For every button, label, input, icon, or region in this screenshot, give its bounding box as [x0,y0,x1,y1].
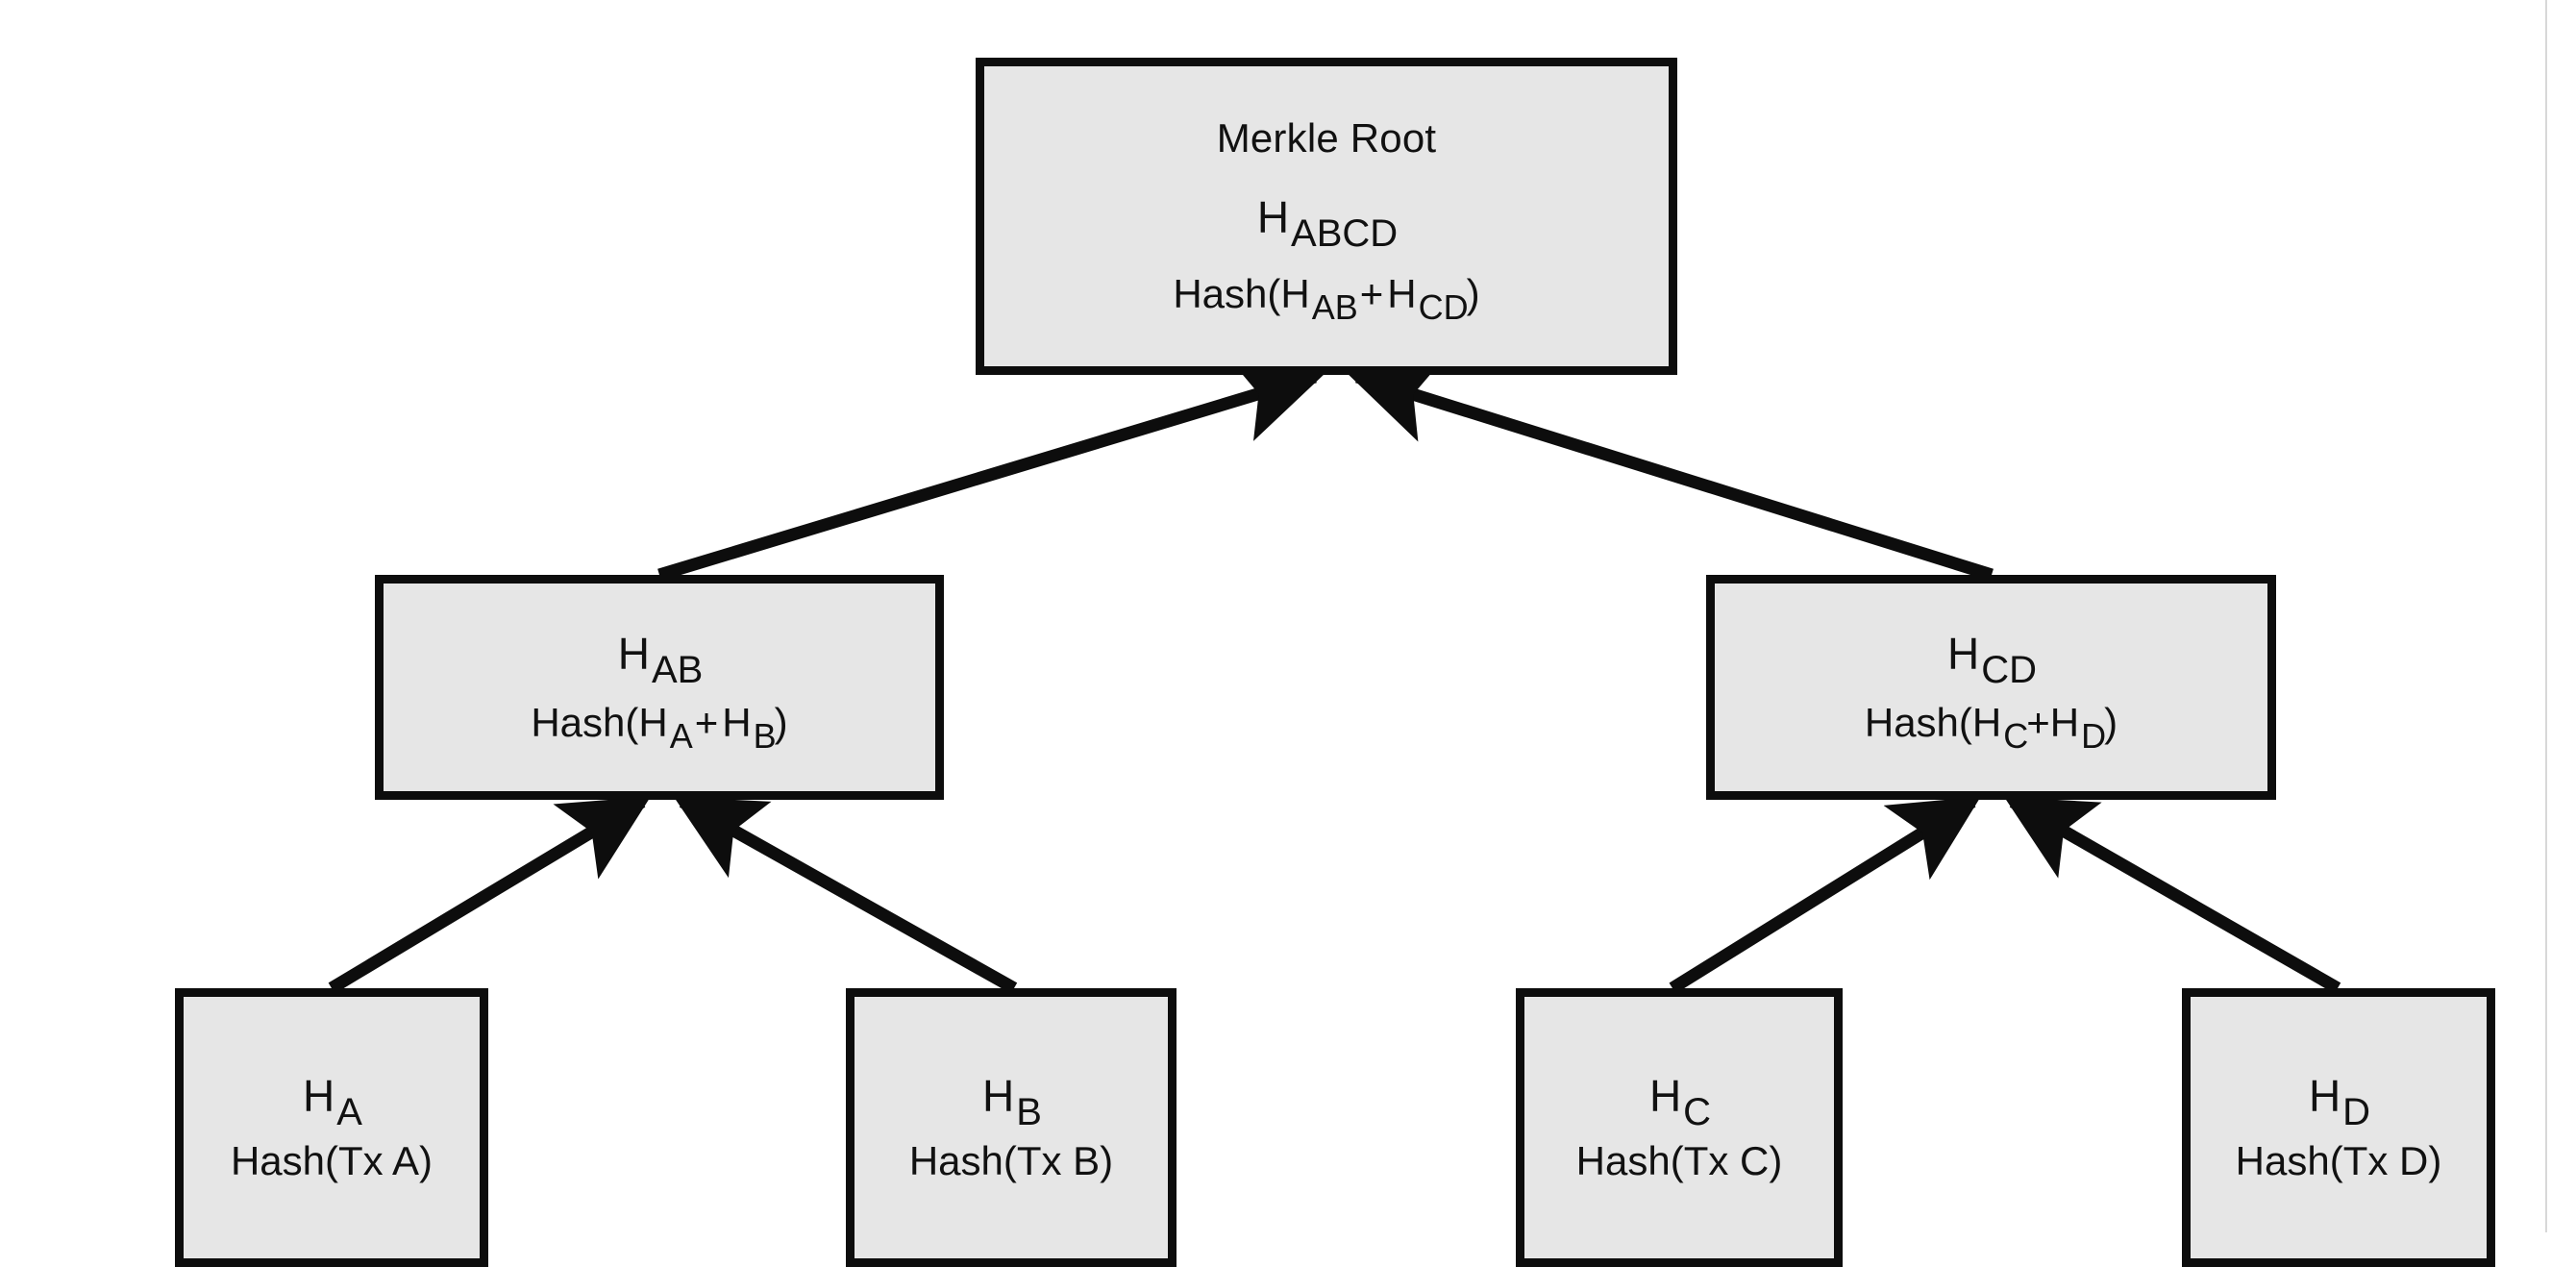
hash-subscript: B [1016,1090,1042,1133]
node-hash-c: HC Hash(Tx C) [1516,988,1843,1267]
merkle-root-hash: HABCD [1256,191,1398,254]
formula-left-subscript: A [669,716,693,757]
node-hash-b: HB Hash(Tx B) [846,988,1177,1267]
edge-hab-to-root [657,357,1325,582]
formula-right-symbol: H [1387,271,1417,317]
hash-symbol: H [617,628,650,679]
formula-prefix: Hash( [531,700,639,746]
merkle-root-label: Merkle Root [1216,114,1437,161]
hash-ab-hash: HAB [617,628,704,690]
hash-symbol: H [1256,191,1290,242]
hash-subscript: A [336,1090,362,1133]
hash-subscript: D [2342,1090,2371,1133]
formula-left-symbol: H [1280,271,1310,317]
formula-suffix: ) [774,700,788,746]
page-edge-line [2545,0,2547,1232]
hash-c-hash: HC [1648,1070,1711,1132]
connector-layer [328,357,2341,994]
hash-subscript: CD [1981,648,2037,691]
formula-suffix: ) [1466,271,1480,317]
formula-left-symbol: H [638,700,668,746]
hash-symbol: H [1946,628,1980,679]
formula-right-subscript: B [753,716,777,757]
hash-symbol: H [982,1070,1015,1121]
node-merkle-root: Merkle Root HABCD Hash(HAB+HCD) [976,58,1677,375]
node-hash-ab: HAB Hash(HA+HB) [375,575,944,800]
formula-operator: + [694,700,719,746]
edge-hcd-to-root [1348,358,1994,582]
formula-right-subscript: D [2081,716,2107,757]
formula-left-subscript: C [2003,716,2029,757]
formula-prefix: Hash( [1864,700,1972,746]
formula-suffix: ) [2104,700,2118,746]
merkle-tree-diagram: Merkle Root HABCD Hash(HAB+HCD) HAB Hash… [175,0,2547,1267]
hash-ab-formula: Hash(HA+HB) [531,700,788,755]
edge-hb-to-hab [673,796,1018,994]
merkle-root-formula: Hash(HAB+HCD) [1173,271,1480,326]
hash-a-hash: HA [303,1070,362,1132]
hash-subscript: C [1683,1090,1712,1133]
hash-b-hash: HB [982,1070,1042,1132]
node-hash-a: HA Hash(Tx A) [175,988,488,1267]
formula-operator: + [1359,271,1384,317]
hash-symbol: H [1648,1070,1682,1121]
hash-b-formula: Hash(Tx B) [908,1138,1114,1184]
formula-right-symbol: H [722,700,752,746]
hash-d-hash: HD [2308,1070,2370,1132]
hash-cd-hash: HCD [1946,628,2037,690]
edge-hc-to-hcd [1669,796,1981,994]
hash-symbol: H [2308,1070,2341,1121]
formula-left-subscript: AB [1311,287,1358,328]
formula-prefix: Hash( [1173,271,1281,317]
hash-a-formula: Hash(Tx A) [230,1138,433,1184]
hash-d-formula: Hash(Tx D) [2235,1138,2442,1184]
formula-operator: + [2026,700,2050,746]
hash-symbol: H [303,1070,335,1121]
hash-c-formula: Hash(Tx C) [1575,1138,1783,1184]
node-hash-d: HD Hash(Tx D) [2182,988,2495,1267]
node-hash-cd: HCD Hash(HC+HD) [1706,575,2276,800]
formula-left-symbol: H [1971,700,2002,746]
edge-hd-to-hcd [2003,796,2341,994]
hash-subscript: ABCD [1291,211,1399,255]
formula-right-symbol: H [2049,700,2080,746]
formula-right-subscript: CD [1418,287,1469,328]
hash-subscript: AB [651,648,704,691]
hash-cd-formula: Hash(HC+HD) [1864,700,2118,755]
edge-ha-to-hab [328,796,651,994]
